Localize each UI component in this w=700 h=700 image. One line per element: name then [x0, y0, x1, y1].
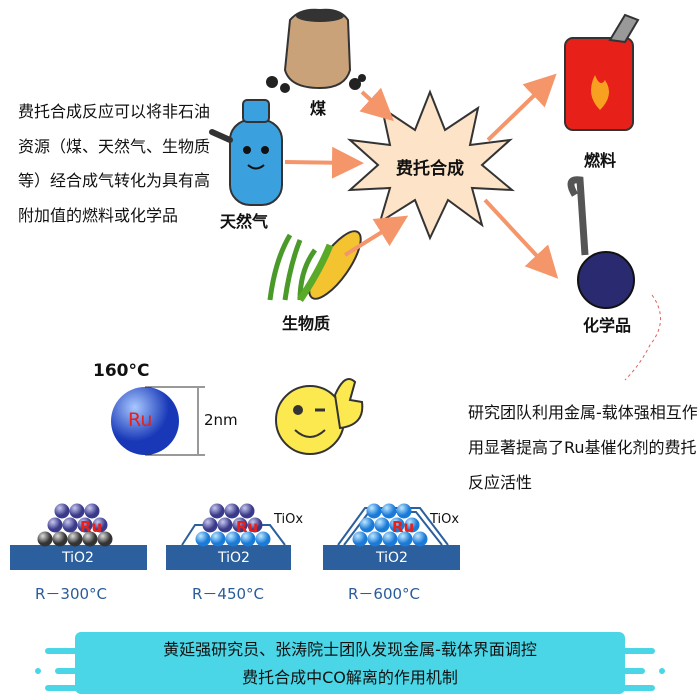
temperature-label: 160°C: [93, 361, 150, 381]
corn-icon: [267, 230, 362, 302]
overlayer-label-r450: TiOx: [274, 512, 304, 527]
flow-arrows: [284, 73, 559, 279]
catalyst-label-r600: R－600°C: [348, 585, 421, 603]
fuel-label: 燃料: [584, 151, 617, 170]
catalyst-label-r450: R－450°C: [192, 585, 265, 603]
title-banner: [35, 632, 665, 694]
fuel-can-icon: [564, 13, 640, 131]
ru-label-r300: Ru: [80, 518, 103, 536]
coal-label: 煤: [310, 99, 327, 118]
center-label: 费托合成: [396, 159, 464, 179]
chemicals-label: 化学品: [583, 316, 632, 335]
catalyst-label-r300: R－300°C: [35, 585, 108, 603]
biomass-label: 生物质: [282, 314, 331, 333]
ru-label: Ru: [128, 409, 153, 431]
coal-bag-icon: [266, 8, 366, 93]
fischer-tropsch-starburst: [346, 89, 515, 241]
natural-gas-label: 天然气: [220, 212, 269, 231]
catalyst-r450: [166, 503, 291, 570]
banner-line-1: 黄延强研究员、张涛院士团队发现金属-载体界面调控: [163, 640, 537, 659]
ru-particle: [111, 386, 205, 456]
size-label: 2nm: [204, 411, 238, 429]
ru-label-r450: Ru: [236, 518, 259, 536]
ru-label-r600: Ru: [392, 518, 415, 536]
banner-text: 黄延强研究员、张涛院士团队发现金属-载体界面调控 费托合成中CO解离的作用机制: [0, 636, 700, 692]
chemical-flask-icon: [567, 176, 661, 381]
gas-tank-icon: [209, 99, 283, 206]
support-label-r450: TiO2: [218, 550, 250, 566]
banner-line-2: 费托合成中CO解离的作用机制: [242, 668, 458, 687]
support-label-r300: TiO2: [62, 550, 94, 566]
overlayer-label-r600: TiOx: [430, 512, 460, 527]
intro-text: 费托合成反应可以将非石油资源（煤、天然气、生物质等）经合成气转化为具有高附加值的…: [18, 102, 211, 225]
catalyst-r300: [10, 503, 147, 570]
finding-text: 研究团队利用金属-载体强相互作用显著提高了Ru基催化剂的费托反应活性: [468, 403, 698, 492]
support-label-r600: TiO2: [376, 550, 408, 566]
thumbs-up-smiley-icon: [275, 378, 364, 455]
catalyst-r600: [323, 503, 460, 570]
